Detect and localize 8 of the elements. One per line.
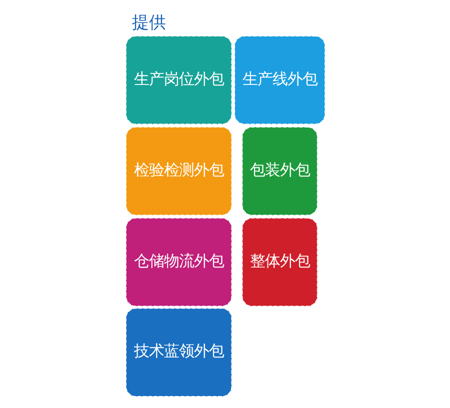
diagram-title: 提供 [132, 12, 166, 32]
node-box: 生产线外包 [234, 36, 325, 124]
node-box: 生产岗位外包 [125, 36, 232, 124]
node-box: 技术蓝领外包 [125, 308, 232, 397]
node-box: 包装外包 [241, 126, 318, 216]
node-box: 检验检测外包 [125, 126, 232, 216]
node-box: 整体外包 [241, 218, 318, 306]
node-box: 仓储物流外包 [125, 218, 232, 306]
